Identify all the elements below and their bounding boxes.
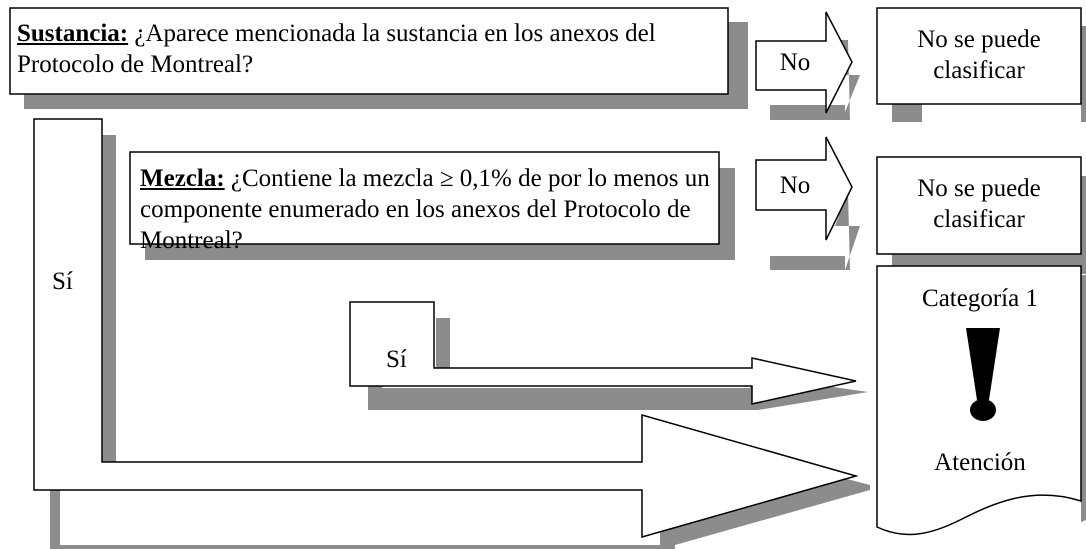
outer-si-inner-shadow [102, 135, 116, 475]
inner-si-arrow [349, 301, 857, 405]
mezcla-label: Mezcla: [140, 165, 225, 192]
sustancia-label: Sustancia: [17, 20, 129, 47]
category-title: Categoría 1 [922, 285, 1038, 312]
sustancia-box-shadow [728, 22, 748, 109]
no-arrow-2-shadow [770, 192, 860, 270]
no-classify-text-2: No se puede clasificar [917, 175, 1041, 233]
no-classify-box-2 [876, 156, 1082, 255]
no-label-1: No [779, 49, 811, 76]
no-label-2: No [779, 172, 811, 199]
no-arrow-1 [755, 11, 853, 114]
no-classify-box-1 [876, 7, 1082, 105]
mezcla-question-text: ¿Contiene la mezcla ≥ 0,1% de por lo men… [140, 165, 710, 254]
no-classify-text-1: No se puede clasificar [917, 26, 1041, 84]
mezcla-box-shadow [145, 244, 735, 260]
exclamation-mark-icon [966, 328, 1000, 421]
outer-si-arrow [33, 118, 859, 538]
no-arrow-2 [755, 136, 853, 241]
signal-word: Atención [934, 449, 1026, 476]
si-label-inner: Sí [386, 346, 407, 373]
mezcla-box [129, 151, 720, 245]
inner-si-arrow-shadow [368, 375, 868, 410]
sustancia-question-text: ¿Aparece mencionada la sustancia en los … [17, 20, 656, 78]
sustancia-question: Sustancia: ¿Aparece mencionada la sustan… [17, 18, 717, 80]
no-box-1-shadow [892, 104, 922, 122]
mezcla-question: Mezcla: ¿Contiene la mezcla ≥ 0,1% de po… [140, 163, 715, 256]
si-label-outer: Sí [52, 268, 73, 295]
sustancia-box [9, 7, 729, 95]
